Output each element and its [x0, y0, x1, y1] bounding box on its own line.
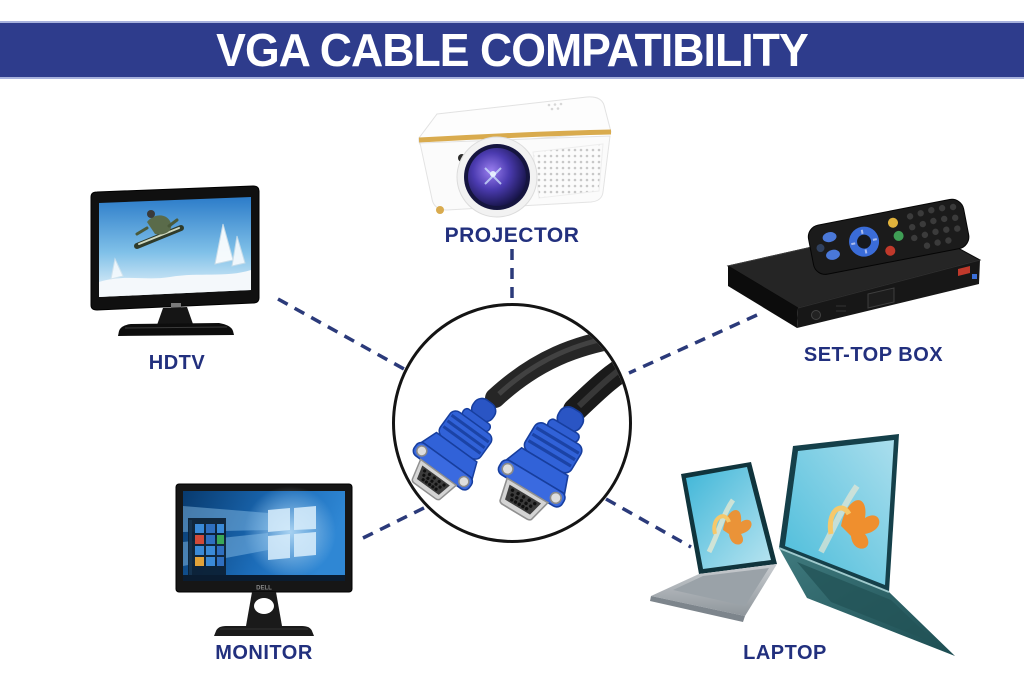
hdtv-label: HDTV	[148, 352, 206, 374]
laptop-left	[650, 462, 777, 622]
settop-remote	[807, 198, 970, 275]
dashed-line-monitor	[362, 504, 429, 540]
hdtv-snowboarder	[134, 210, 184, 249]
monitor-image: DELL	[168, 480, 363, 644]
monitor-label: MONITOR	[215, 642, 313, 664]
page-title: VGA CABLE COMPATIBILITY	[216, 24, 809, 76]
settop-label: SET-TOP BOX	[803, 344, 944, 366]
projector-gold-trim	[418, 129, 612, 143]
hdtv-frame	[90, 185, 260, 336]
laptop-image	[645, 422, 963, 662]
settop-box-image	[718, 194, 988, 334]
laptop-right	[778, 434, 955, 656]
dashed-line-hdtv	[277, 297, 405, 371]
projector-body	[418, 96, 612, 218]
projector-lens	[456, 136, 538, 218]
hdtv-screen	[99, 197, 251, 297]
dashed-line-laptop	[605, 497, 692, 549]
dashed-line-settop	[628, 313, 758, 375]
hdtv-image	[85, 184, 265, 342]
monitor-brand: DELL	[256, 586, 272, 592]
monitor-frame: DELL	[175, 483, 353, 636]
title-banner: VGA CABLE COMPATIBILITY	[0, 21, 1024, 79]
projector-vents	[532, 143, 604, 199]
monitor-start-menu	[188, 518, 226, 580]
projector-label: PROJECTOR	[444, 224, 580, 247]
projector-image	[405, 88, 620, 220]
settop-red-badge	[958, 266, 970, 276]
windows-logo	[268, 506, 316, 560]
vga-cable-image	[392, 303, 632, 543]
laptop-label: LAPTOP	[743, 642, 827, 664]
